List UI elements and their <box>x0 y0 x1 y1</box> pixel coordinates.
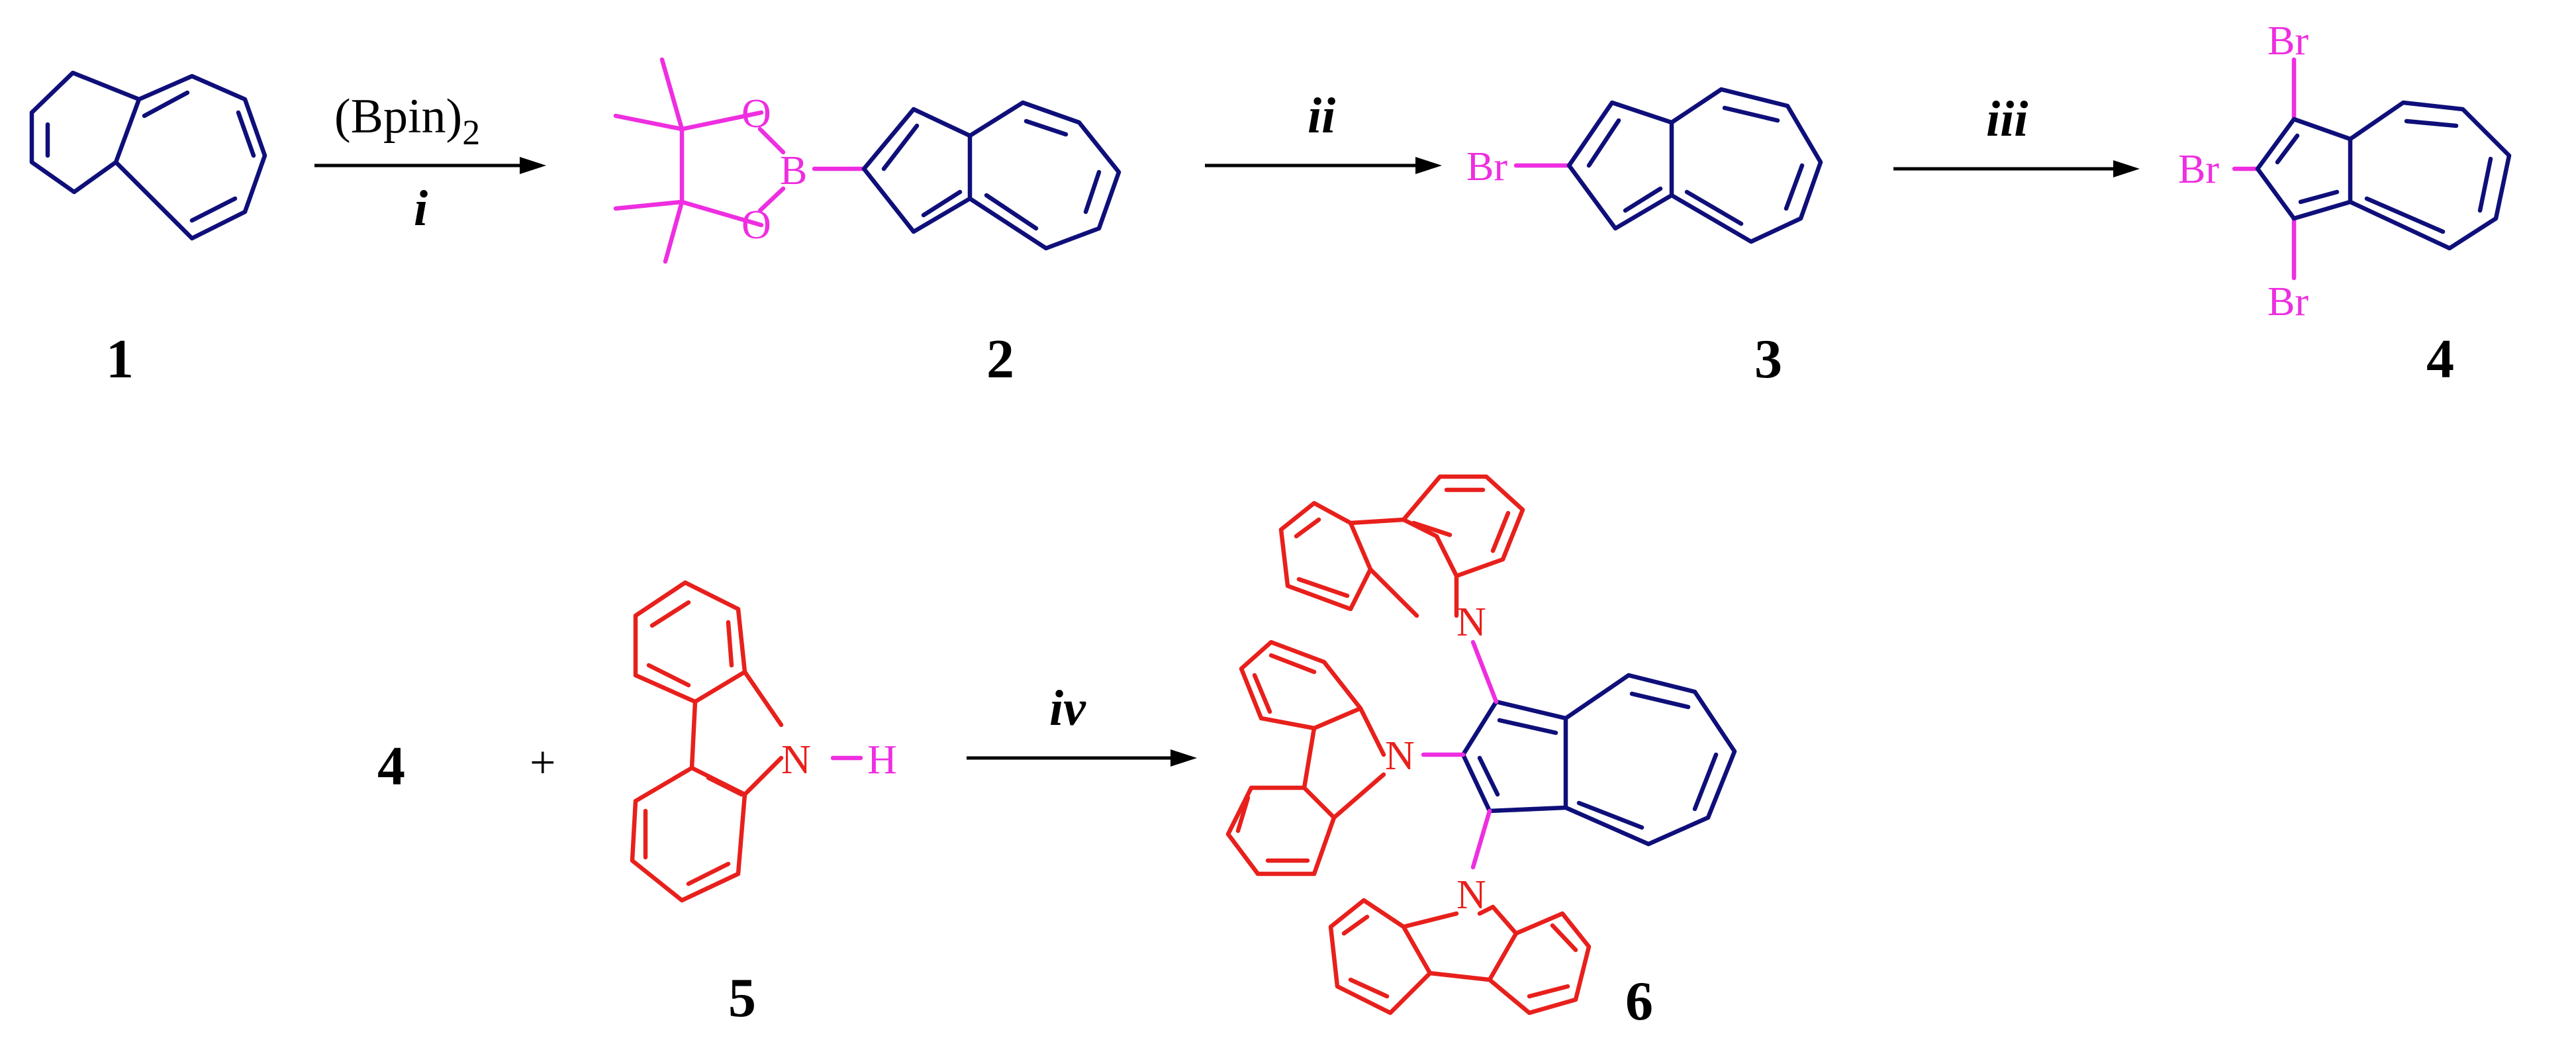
atom-br-3: Br <box>2267 279 2309 324</box>
atom-n-left-c6: N <box>1385 733 1415 779</box>
compound-2-bpin-azulene <box>613 57 1121 264</box>
atom-n-c5: N <box>781 737 811 782</box>
atom-b: B <box>780 148 807 193</box>
compound-label-1: 1 <box>106 328 134 390</box>
step-iii-label: iii <box>1986 91 2028 147</box>
compound-3-bromoazulene <box>1513 87 1823 244</box>
step-iv-label: iv <box>1049 681 1086 736</box>
compound-5-carbazole <box>630 580 863 903</box>
reagent-bpin2: (Bpin)2 <box>334 89 480 152</box>
arrow-step-i <box>314 157 546 174</box>
compound-4-tribromoazulene <box>2232 57 2512 281</box>
compound-1-azulene <box>29 70 267 241</box>
compound-label-6: 6 <box>1625 970 1653 1032</box>
arrow-step-iii <box>1893 160 2140 177</box>
atom-o-bottom: O <box>741 203 771 248</box>
step-ii-label: ii <box>1308 88 1335 144</box>
plus-sign: + <box>530 737 555 788</box>
atom-br-c3: Br <box>1466 144 1507 189</box>
compound-label-4: 4 <box>2426 328 2454 390</box>
atom-br-1: Br <box>2267 19 2309 64</box>
arrow-step-ii <box>1205 157 1442 174</box>
arrow-step-iv <box>967 749 1197 767</box>
atom-h-c5: H <box>867 737 897 782</box>
atom-n-top-c6: N <box>1456 600 1486 645</box>
atom-n-bottom-c6: N <box>1456 873 1486 918</box>
atom-o-top: O <box>741 91 771 136</box>
atom-br-2: Br <box>2178 147 2219 192</box>
step-i-label: i <box>414 181 428 236</box>
compound-6-tricarbazolyl-azulene <box>1225 474 1737 1016</box>
reactant-label-4: 4 <box>377 735 405 797</box>
compound-label-3: 3 <box>1754 328 1782 390</box>
compound-label-5: 5 <box>728 967 756 1029</box>
compound-label-2: 2 <box>986 328 1014 390</box>
